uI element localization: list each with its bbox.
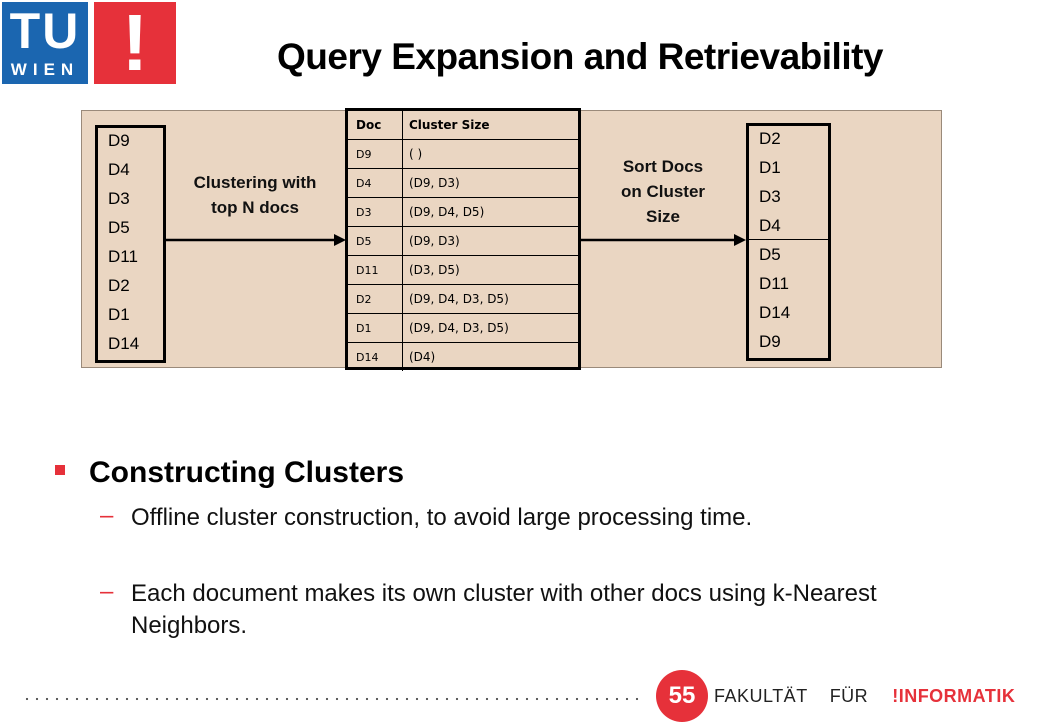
footer-dotted-line bbox=[22, 696, 642, 702]
table-cell-cluster: (D9, D4, D3, D5) bbox=[402, 313, 578, 343]
sub-bullet-text: Each document makes its own cluster with… bbox=[131, 580, 877, 639]
table-row: D4 (D9, D3) bbox=[348, 168, 578, 198]
table-cell-doc: D9 bbox=[348, 139, 403, 169]
table-row: D5 (D9, D3) bbox=[348, 226, 578, 256]
main-bullet: Constructing Clusters bbox=[55, 456, 404, 490]
page-number: 55 bbox=[656, 670, 708, 722]
logo-tu-text: TU bbox=[9, 3, 81, 59]
table-cell-cluster: ( ) bbox=[402, 139, 578, 169]
table-row: D1 (D9, D4, D3, D5) bbox=[348, 313, 578, 343]
sort-label-line: Size bbox=[645, 207, 681, 226]
slide-title: Query Expansion and Retrievability bbox=[276, 36, 884, 77]
table-cell-doc: D11 bbox=[348, 255, 403, 285]
logo-exclamation-block: ! bbox=[94, 2, 176, 84]
logo-wien-text: WIEN bbox=[10, 60, 80, 79]
logo-exclamation-mark: ! bbox=[121, 0, 149, 87]
sort-label-line: Sort Docs bbox=[622, 157, 704, 176]
sorted-doc-item: D2 bbox=[759, 129, 781, 148]
dash-icon: – bbox=[100, 502, 114, 529]
table-header-doc: Doc bbox=[348, 111, 403, 140]
table-cell-doc: D5 bbox=[348, 226, 403, 256]
sort-label-line: on Cluster bbox=[620, 182, 706, 201]
input-doc-item: D4 bbox=[108, 160, 130, 179]
table-row: D14 (D4) bbox=[348, 342, 578, 371]
main-bullet-text: Constructing Clusters bbox=[89, 456, 405, 489]
informatik-word: !INFORMATIK bbox=[892, 686, 1015, 706]
sorted-doc-item: D3 bbox=[759, 187, 781, 206]
sorted-doc-item: D11 bbox=[759, 274, 789, 293]
tu-wien-logo: TU WIEN ! bbox=[0, 0, 180, 88]
table-cell-doc: D4 bbox=[348, 168, 403, 198]
sorted-doc-item: D14 bbox=[759, 303, 791, 322]
fuer-word: FÜR bbox=[829, 686, 869, 706]
table-cell-doc: D2 bbox=[348, 284, 403, 314]
faculty-word: FAKULTÄT bbox=[714, 686, 808, 706]
sorted-doc-item: D4 bbox=[759, 216, 781, 235]
input-doc-item: D3 bbox=[108, 189, 130, 208]
table-row: D9 ( ) bbox=[348, 139, 578, 169]
table-cell-doc: D3 bbox=[348, 197, 403, 227]
sorted-list-divider bbox=[749, 239, 828, 240]
table-cell-cluster: (D9, D3) bbox=[402, 168, 578, 198]
table-header-row: Doc Cluster Size bbox=[348, 111, 578, 140]
bullet-square-icon bbox=[55, 465, 65, 476]
input-doc-item: D11 bbox=[108, 247, 138, 266]
cluster-size-table: Doc Cluster Size D9 ( ) D4 (D9, D3) D3 (… bbox=[345, 108, 581, 371]
sorted-doc-item: D5 bbox=[759, 245, 781, 264]
informatik-text: INFORMATIK bbox=[898, 686, 1016, 706]
sorted-doc-list: D2 D1 D3 D4 D5 D11 D14 D9 bbox=[746, 123, 831, 361]
tu-logo-block: TU WIEN bbox=[2, 2, 88, 84]
table-cell-cluster: (D9, D4, D3, D5) bbox=[402, 284, 578, 314]
table-cell-cluster: (D9, D4, D5) bbox=[402, 197, 578, 227]
input-doc-item: D2 bbox=[108, 276, 130, 295]
table-cell-doc: D14 bbox=[348, 342, 403, 371]
table-cell-cluster: (D9, D3) bbox=[402, 226, 578, 256]
input-doc-list: D9 D4 D3 D5 D11 D2 D1 D14 bbox=[95, 125, 166, 363]
sub-bullet-text: Offline cluster construction, to avoid l… bbox=[131, 504, 753, 531]
clustering-label-line: Clustering with bbox=[193, 173, 317, 192]
informatik-bang: ! bbox=[892, 686, 899, 706]
sort-label: Sort Docs on Cluster Size bbox=[598, 154, 728, 229]
input-doc-item: D14 bbox=[108, 334, 140, 353]
table-row: D2 (D9, D4, D3, D5) bbox=[348, 284, 578, 314]
sorted-doc-item: D9 bbox=[759, 332, 781, 351]
table-row: D3 (D9, D4, D5) bbox=[348, 197, 578, 227]
table-header-cluster-size: Cluster Size bbox=[402, 111, 578, 140]
dash-icon: – bbox=[100, 578, 114, 605]
table-cell-cluster: (D4) bbox=[409, 350, 436, 364]
clustering-label-line: top N docs bbox=[211, 198, 299, 217]
input-doc-item: D5 bbox=[108, 218, 130, 237]
clustering-label: Clustering with top N docs bbox=[170, 170, 340, 220]
table-cell-cluster: (D3, D5) bbox=[402, 255, 578, 285]
input-doc-item: D1 bbox=[108, 305, 130, 324]
arrow-to-sorted-list-icon bbox=[580, 234, 746, 246]
sorted-doc-item: D1 bbox=[759, 158, 781, 177]
table-row: D11 (D3, D5) bbox=[348, 255, 578, 285]
arrow-to-table-icon bbox=[166, 234, 346, 246]
input-doc-item: D9 bbox=[108, 131, 130, 150]
table-cell-doc: D1 bbox=[348, 313, 403, 343]
